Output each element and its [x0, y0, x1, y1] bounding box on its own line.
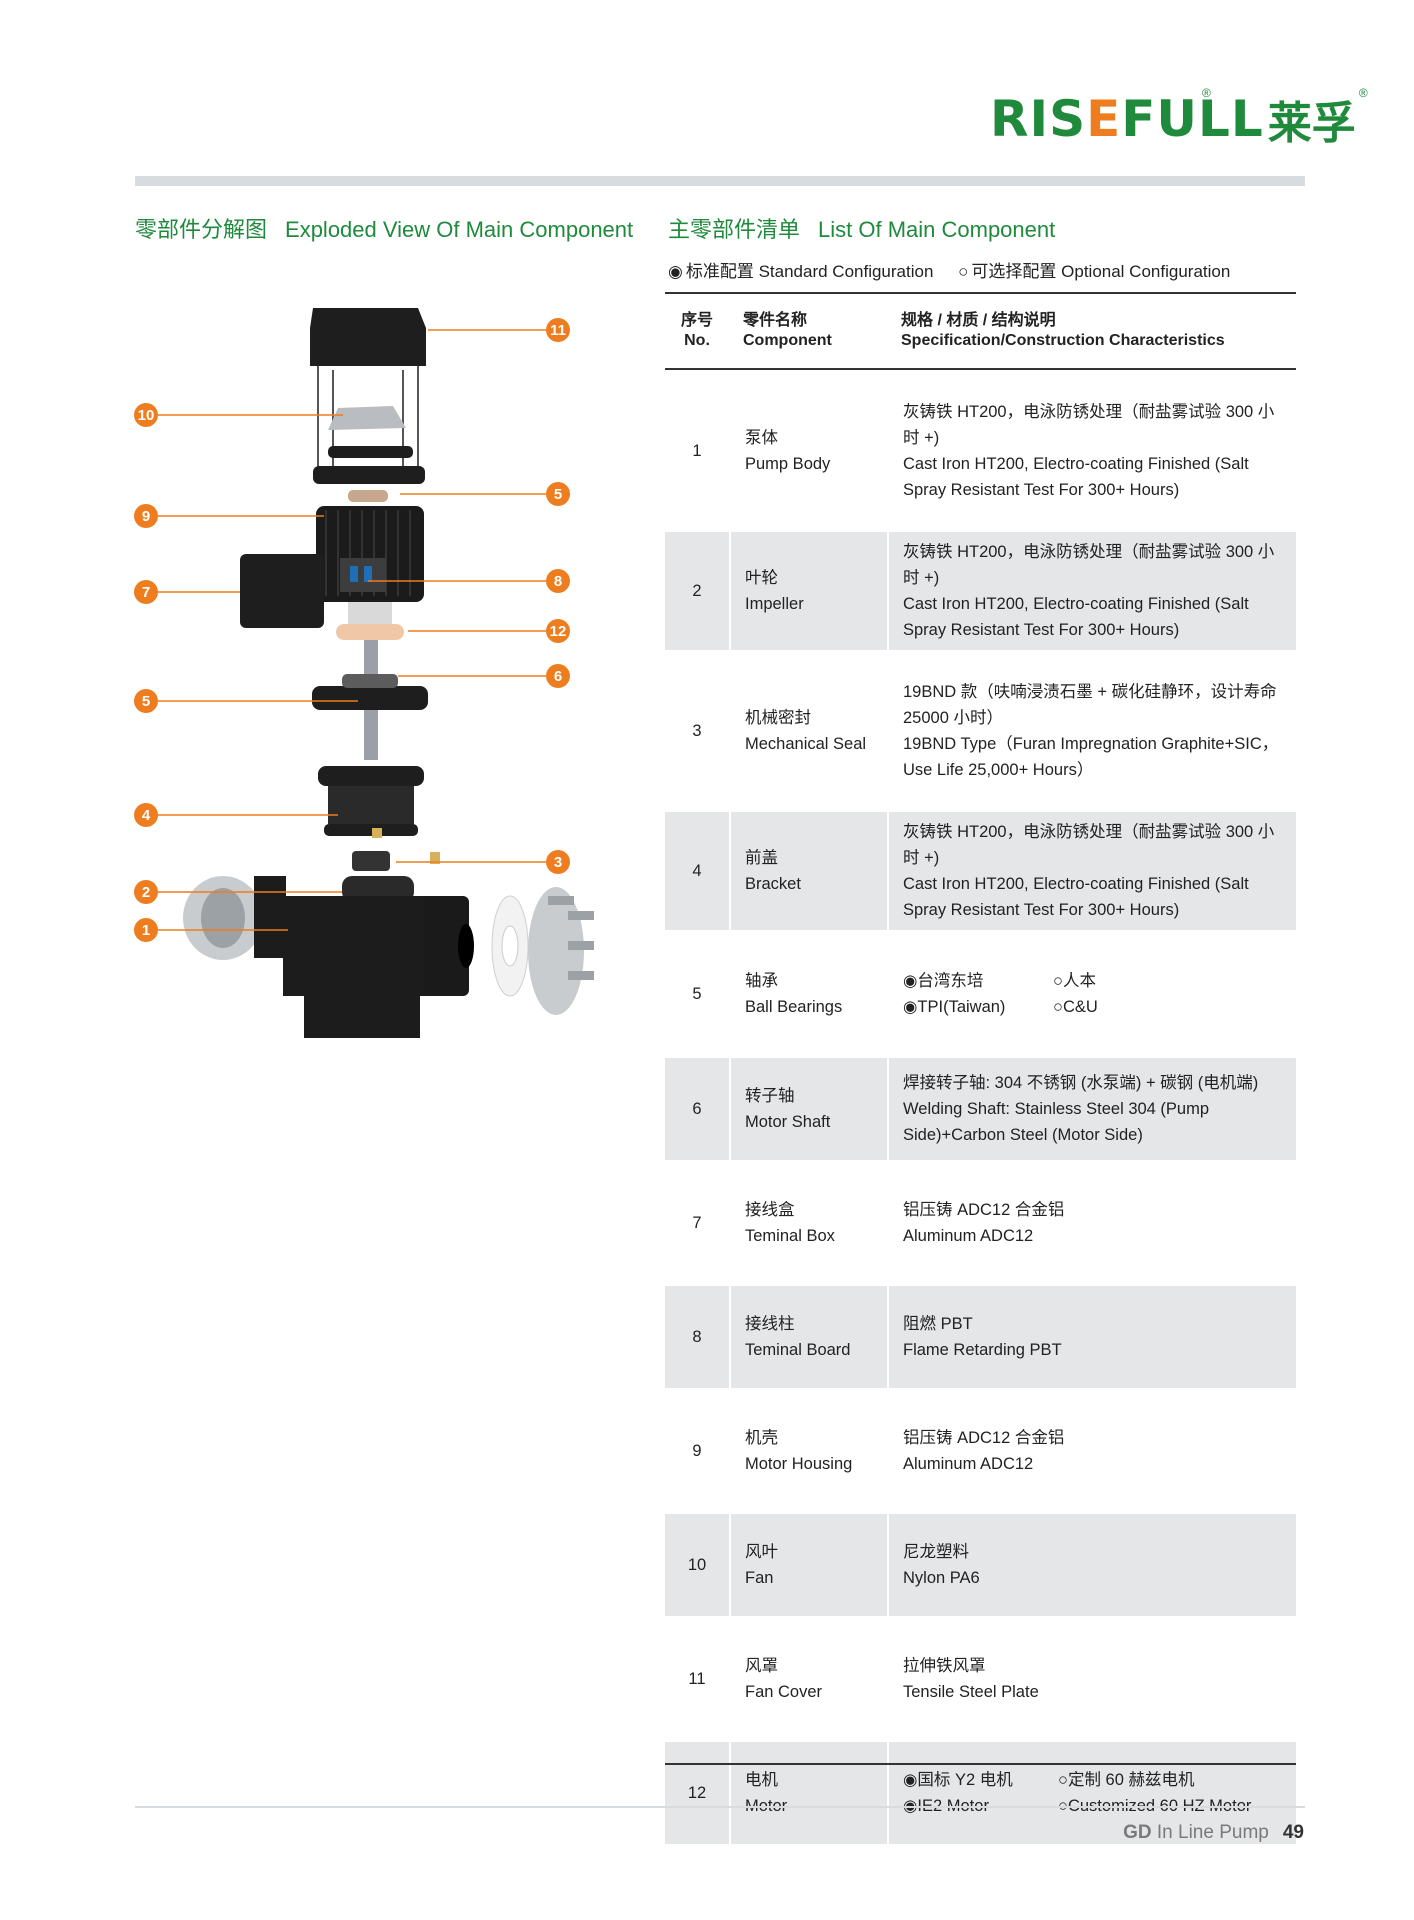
badge-3: 3	[554, 854, 562, 871]
brand-name-latin: RISEFULL	[990, 90, 1264, 148]
config-legend: 标准配置 Standard Configuration 可选择配置 Option…	[668, 257, 1250, 282]
badge-1: 1	[142, 922, 150, 939]
motor-optional-option: 定制 60 赫兹电机	[1058, 1767, 1286, 1793]
badge-5-lower: 5	[142, 693, 150, 710]
badge-4: 4	[142, 807, 151, 824]
badge-6: 6	[554, 668, 562, 685]
badge-2: 2	[142, 884, 150, 901]
bearing-optional-option: C&U	[1053, 994, 1286, 1020]
motor-standard-option: 国标 Y2 电机	[903, 1767, 1058, 1793]
part-badges: 11 10 5 9 8 7 12 6 5 4 3 2 1	[134, 318, 570, 942]
exploded-view-diagram: 11 10 5 9 8 7 12 6 5 4 3 2 1	[134, 308, 594, 1038]
brand-name-cn: 莱孚	[1267, 98, 1356, 149]
brand-logo: RISEFULL ® 莱孚 ®	[990, 86, 1368, 149]
bearing-standard-option: 台湾东培	[903, 968, 1053, 994]
table-bottom-rule	[665, 1763, 1296, 1765]
badge-5-upper: 5	[554, 486, 562, 503]
badge-9: 9	[142, 508, 150, 525]
optional-config-legend: 可选择配置 Optional Configuration	[958, 262, 1230, 281]
header-divider	[135, 176, 1305, 186]
badge-12: 12	[550, 623, 567, 640]
bearing-standard-option: TPI(Taiwan)	[903, 994, 1053, 1020]
badge-11: 11	[550, 322, 566, 339]
page-number: 49	[1282, 1822, 1304, 1843]
standard-config-legend: 标准配置 Standard Configuration	[668, 262, 933, 281]
badge-8: 8	[554, 573, 562, 590]
badge-10: 10	[138, 407, 155, 424]
bearing-optional-option: 人本	[1053, 968, 1286, 994]
footer-divider	[135, 1806, 1305, 1808]
badge-7: 7	[142, 584, 150, 601]
